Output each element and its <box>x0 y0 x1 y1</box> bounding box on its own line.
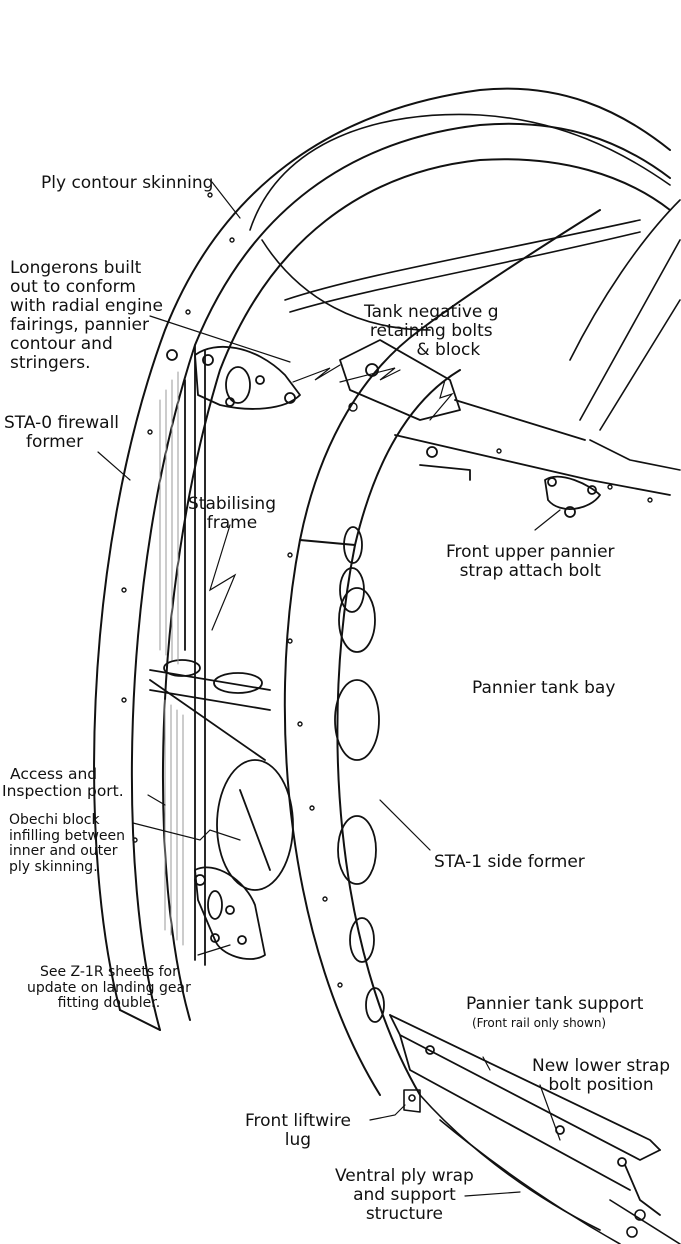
label-longerons-line: with radial engine <box>10 296 163 317</box>
firewall-shading <box>159 371 184 946</box>
lightening-holes <box>334 526 385 1023</box>
label-ply-contour-skinning: Ply contour skinning <box>41 173 214 193</box>
label-front-upper-pannier: Front upper pannier strap attach bolt <box>446 542 615 582</box>
label-sta0-firewall-line: former <box>26 432 84 453</box>
label-longerons-line: fairings, pannier <box>10 315 149 336</box>
label-pannier-tank-bay: Pannier tank bay <box>472 678 616 698</box>
pannier-frame-upper <box>394 434 671 518</box>
label-longerons-line: Longerons built <box>10 258 142 278</box>
label-tank-negative-g-line: & block <box>416 340 481 361</box>
label-ventral-ply-wrap-line: and support <box>353 1185 456 1206</box>
label-new-lower-strap: New lower strap bolt position <box>532 1056 671 1096</box>
label-tank-negative-g-line: retaining bolts <box>369 321 493 342</box>
label-front-upper-pannier-line: strap attach bolt <box>459 561 601 582</box>
label-see-z1r-line: See Z-1R sheets for <box>39 964 178 980</box>
label-sta0-firewall-line: STA-0 firewall <box>4 413 120 433</box>
label-stabilising-frame-line: frame <box>206 513 258 534</box>
front-liftwire-lug <box>403 1089 421 1113</box>
upper-right-framing <box>569 199 681 471</box>
label-tank-negative-g: Tank negative g retaining bolts & block <box>364 302 499 361</box>
lower-gusset-plate <box>194 866 266 960</box>
label-front-liftwire-lug: Front liftwire lug <box>245 1111 351 1151</box>
label-longerons-line: contour and <box>10 334 113 355</box>
label-longerons-line: out to conform <box>10 277 136 298</box>
label-stabilising-frame-line: Stabilising <box>188 494 276 514</box>
label-stabilising-frame: Stabilising frame <box>188 494 276 534</box>
label-obechi-block-line: inner and outer <box>9 843 118 860</box>
label-longerons-line: stringers. <box>10 353 91 374</box>
access-port <box>216 759 294 891</box>
leader-lines <box>97 181 561 1197</box>
label-ventral-ply-wrap-line: structure <box>365 1204 443 1225</box>
label-sta1-side-former: STA-1 side former <box>434 852 585 872</box>
label-obechi-block-line: infilling between <box>9 827 125 844</box>
label-ventral-ply-wrap: Ventral ply wrap and support structure <box>335 1166 474 1225</box>
tank-negative-g-block <box>339 339 586 458</box>
label-see-z1r: See Z-1R sheets for update on landing ge… <box>27 964 191 1012</box>
label-obechi-block-line: Obechi block <box>9 812 100 828</box>
label-see-z1r-line: update on landing gear <box>27 979 191 996</box>
label-obechi-block: Obechi block infilling between inner and… <box>9 812 125 876</box>
pannier-tank-support-rail <box>389 1014 661 1216</box>
cockpit-opening <box>249 113 671 331</box>
label-front-rail-note: (Front rail only shown) <box>472 1016 607 1030</box>
label-tank-negative-g-line: Tank negative g <box>364 302 499 322</box>
label-front-liftwire-lug-line: lug <box>284 1130 312 1151</box>
label-new-lower-strap-line: New lower strap <box>532 1056 671 1076</box>
upper-gusset-plate <box>166 345 301 410</box>
rivets <box>121 192 653 988</box>
label-see-z1r-line: fitting doubler. <box>57 995 161 1012</box>
label-pannier-tank-support: Pannier tank support <box>466 994 644 1014</box>
label-front-upper-pannier-line: Front upper pannier <box>446 542 615 562</box>
stabilising-frame <box>149 344 271 966</box>
label-front-liftwire-lug-line: Front liftwire <box>245 1111 351 1131</box>
label-access-port-line: Inspection port. <box>2 782 124 801</box>
label-new-lower-strap-line: bolt position <box>548 1075 654 1096</box>
sta1-side-former <box>283 209 601 1096</box>
label-obechi-block-line: ply skinning. <box>9 859 98 876</box>
label-access-port-line: Access and <box>10 765 98 783</box>
ventral-ply-wrap <box>419 1094 681 1244</box>
label-ventral-ply-wrap-line: Ventral ply wrap <box>335 1166 474 1186</box>
label-access-port: Access and Inspection port. <box>2 765 124 801</box>
label-sta0-firewall: STA-0 firewall former <box>4 413 120 453</box>
label-longerons: Longerons built out to conform with radi… <box>10 258 163 374</box>
